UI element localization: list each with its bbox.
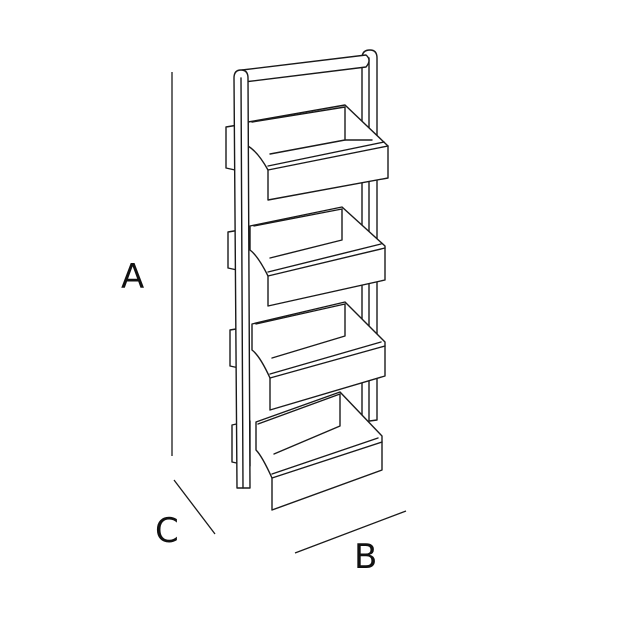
top-crossbar: [241, 54, 370, 83]
dimension-line-b: [294, 510, 407, 554]
dimension-label-a: A: [121, 257, 145, 297]
dimension-label-b: B: [354, 537, 378, 577]
tray-tier-4: [231, 391, 383, 511]
left-rail: [233, 69, 251, 489]
dimension-line-c: [173, 479, 216, 535]
dimension-label-c: C: [155, 511, 179, 551]
